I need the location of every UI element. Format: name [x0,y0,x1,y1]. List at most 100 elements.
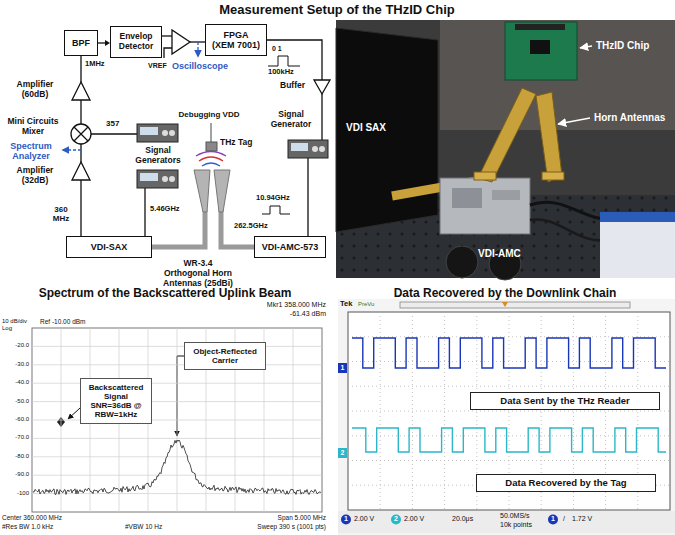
generator-knob [319,146,325,152]
horn-antenna [214,170,230,212]
signal-generator-icon [137,124,178,142]
frequency-label: 360 MHz [46,205,76,223]
grid-line [293,328,294,512]
channel-number: 2 [341,449,345,457]
box-text: Backscattered Signal SNR=36dB @ RBW=1kHz [84,383,148,420]
scope-tap [197,42,198,57]
frequency-label: 262.5GHz [234,222,268,231]
channel-number: 2 [394,515,398,523]
channel-number: 1 [341,364,345,372]
grid-line [348,361,670,362]
scope-setting: / [563,515,565,523]
frequency-label: 357 [106,119,119,128]
vdi-amc-module [440,178,530,234]
vref-wire [164,48,172,58]
block-diagram-wires [81,36,322,236]
part-name: THz Tag [220,138,252,148]
grid-line [348,460,670,461]
grid-line [32,438,322,439]
channel-badge [391,515,401,525]
box-text: Object-Reflected Carrier [188,347,262,365]
generator-screen [291,143,308,151]
vdd-wire [211,123,212,142]
gold-horn [478,88,536,182]
scope-ruler [400,302,630,308]
analyzer-tap [62,149,81,150]
comparator-symbol [172,30,190,54]
grid-line [32,475,322,476]
part-name: Amplifier (60dB) [10,80,60,100]
instrument-box: VDI-AMC-573 [254,236,326,258]
blue-device [600,212,675,278]
instrument-box: VDI-SAX [66,236,152,258]
module-detail [452,188,482,208]
wave [196,152,226,157]
spectrum-trace [33,440,321,495]
gold-horn [536,92,562,182]
photo-label: THzID Chip [596,40,649,52]
part-name: Amplifier (32dB) [10,166,60,186]
section-title: Spectrum of the Backscattered Uplink Bea… [39,287,292,301]
thzid-pcb [505,22,577,80]
scope-ground [338,299,675,535]
reference-level: Ref -10.00 dBm [40,318,86,325]
photo-label: VDI SAX [346,122,386,134]
signal-generator-icon [137,170,178,188]
signal-name: VREF [148,62,167,70]
callout-box: Data Sent by the THz Reader [470,392,660,410]
instrument-name: Oscilloscope [172,61,228,71]
scope-setting: 1.72 V [572,515,592,523]
lo-wire [307,158,308,236]
axis-tick: -100 [17,490,29,497]
channel-badge [548,515,558,525]
generator-knob [162,130,168,136]
callout-box: Data Recovered by the Tag [476,474,656,492]
oscilloscope-frame [338,299,675,535]
box-text: VDI-SAX [91,242,128,252]
filter-box: BPF [64,30,98,56]
part-name: Buffer [280,81,305,91]
fpga-box: FPGA(XEM 7001) [205,24,267,56]
analyzer-setting: #VBW 10 Hz [125,523,162,530]
scope-setting: 20.0μs [452,515,473,523]
blue-device-strip [600,212,675,222]
frequency-label: 10.94GHz [256,194,290,203]
axis-tick: -40.0 [15,379,29,386]
leader-arrow [68,408,80,419]
instrument-name: Spectrum Analyzer [6,141,56,162]
box-text: FPGA [223,30,248,40]
signal-name: Debugging VDD [176,110,242,119]
photo-ground [336,20,675,278]
axis-scale: 10 dB/div [2,318,27,325]
scope-brand: Tek [340,300,352,309]
square-wave [352,428,666,452]
connector-line [98,42,106,43]
callout-box: Object-Reflected Carrier [184,342,266,370]
horn-flange [542,172,564,180]
axis-tick: -90.0 [15,471,29,478]
detector-box: Envelop Detector [110,26,162,58]
amplifier-symbol [72,82,90,100]
grid-line [177,328,178,512]
lo-wire [91,133,137,134]
axis-tick: -30.0 [15,361,29,368]
frequency-label: 1MHz [85,60,105,69]
connector [98,40,110,46]
axis-scale: Log [2,325,12,332]
box-text: (XEM 7001) [212,40,260,50]
analyzer-setting: Sweep 390 s (1001 pts) [257,523,326,530]
photo-wall [440,20,675,130]
mixer-cross [74,127,88,141]
generator-knob [169,176,175,182]
scope-mode: PreVu [358,301,374,308]
axis-tick: -80.0 [15,453,29,460]
box-text: VDI-AMC-573 [262,242,319,252]
grid-line [348,386,670,387]
generator-screen [140,173,158,181]
trigger-marker [502,302,508,307]
scope-setting: 2.00 V [404,515,424,523]
grid-line [32,456,322,457]
mixer-symbol [71,124,91,144]
